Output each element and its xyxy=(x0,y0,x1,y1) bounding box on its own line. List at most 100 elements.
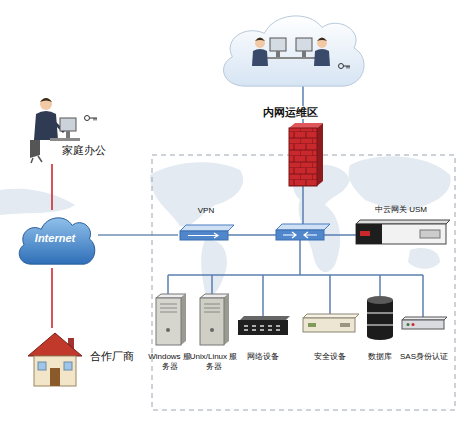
partner-node: 合作厂商 xyxy=(26,328,146,390)
network-device-icon xyxy=(244,326,280,330)
security-device-node: 安全设备 xyxy=(307,292,353,378)
firewall-icon xyxy=(289,123,323,186)
operator-figure xyxy=(252,38,292,67)
gateway-device-icon xyxy=(420,230,440,238)
network-device-icon xyxy=(240,316,290,320)
operator-figure xyxy=(296,38,312,51)
node-label: 安全设备 xyxy=(314,352,346,362)
partner-house-figure xyxy=(64,362,72,370)
database-icon xyxy=(367,312,393,314)
vpn-link xyxy=(98,234,178,236)
operator-figure xyxy=(317,38,327,48)
operator-figure xyxy=(252,49,268,66)
lan-wire xyxy=(228,234,276,236)
switch-icon xyxy=(283,232,317,238)
node-label: 中云网关 USM xyxy=(375,205,427,215)
lan-wire xyxy=(379,275,381,296)
switch-icon xyxy=(276,224,330,240)
node-label: Unix/Linux 服务器 xyxy=(188,352,239,371)
security-device-icon xyxy=(303,314,359,318)
node-label: Windows 服务器 xyxy=(145,352,194,371)
server-node: Unix/Linux 服务器 xyxy=(188,292,239,378)
vpn-node: VPN xyxy=(178,206,234,246)
home-office-node: 家庭办公 xyxy=(22,92,132,164)
home-worker-figure xyxy=(31,156,42,163)
server-node: Windows 服务器 xyxy=(145,292,194,378)
server-icon xyxy=(224,294,229,345)
server-icon xyxy=(200,294,229,298)
key-symbol xyxy=(339,64,351,69)
database-icon xyxy=(367,296,393,304)
lan-wire xyxy=(324,234,356,236)
gateway-device-icon xyxy=(356,220,450,224)
gateway-device-icon xyxy=(356,220,450,244)
operator-figure xyxy=(255,38,265,42)
node-label: 网络设备 xyxy=(247,352,279,362)
network-device-icon xyxy=(238,316,290,335)
lan-wire xyxy=(211,275,213,294)
switch-icon xyxy=(276,230,324,240)
server-icon xyxy=(181,294,186,345)
firewall-icon xyxy=(289,123,323,128)
operator-figure xyxy=(302,51,306,57)
database-node: 数据库 xyxy=(357,292,403,378)
security-device-icon xyxy=(308,323,316,327)
lan-wire xyxy=(329,275,331,314)
home-worker-figure xyxy=(90,118,98,121)
database-icon xyxy=(367,296,393,340)
operator-figure xyxy=(255,38,265,48)
lan-wire xyxy=(167,275,169,294)
server-icon xyxy=(160,304,177,312)
operator-figure xyxy=(270,38,286,51)
auth-device-icon xyxy=(407,323,410,326)
cloud-outline xyxy=(210,4,370,92)
server-icon xyxy=(166,328,170,332)
lan-wire xyxy=(262,275,264,316)
gateway-node: 中云网关 USM xyxy=(352,205,450,247)
node-label: SAS身份认证 xyxy=(400,352,448,362)
home-worker-figure xyxy=(34,111,58,140)
auth-device-icon xyxy=(412,323,415,326)
home-worker-figure xyxy=(60,118,76,131)
world-map xyxy=(150,162,243,226)
vpn-device-icon xyxy=(180,225,234,240)
database-icon xyxy=(367,324,393,326)
lan-wire xyxy=(299,240,301,275)
vpn-device-icon xyxy=(180,231,228,240)
node-label: Internet xyxy=(35,232,75,245)
home-worker-figure xyxy=(40,98,52,102)
lan-wire xyxy=(168,274,423,276)
home-worker-figure xyxy=(66,131,70,138)
network-device-node: 网络设备 xyxy=(240,292,286,378)
firewall-icon xyxy=(289,128,317,186)
key-symbol xyxy=(339,64,344,69)
server-icon xyxy=(156,294,186,345)
server-icon xyxy=(200,294,229,345)
switch-icon xyxy=(276,224,330,230)
home-worker-figure xyxy=(50,138,80,141)
partner-house-figure xyxy=(28,333,82,356)
gateway-device-icon xyxy=(356,224,382,244)
gateway-device-icon xyxy=(356,224,446,244)
auth-device-icon xyxy=(402,320,444,329)
auth-device-icon xyxy=(402,317,447,329)
firewall-icon xyxy=(317,123,323,186)
gateway-device-icon xyxy=(360,231,370,236)
operator-figure xyxy=(292,38,330,67)
partner-house-figure xyxy=(28,333,82,386)
node-label: 内网运维区 xyxy=(261,106,320,119)
home-worker-figure xyxy=(40,98,52,110)
security-device-icon xyxy=(303,314,359,332)
node-label: 合作厂商 xyxy=(90,350,134,363)
home-worker-figure xyxy=(30,140,40,158)
lan-wire xyxy=(422,275,424,317)
database-icon xyxy=(367,300,393,336)
operator-figure xyxy=(276,51,280,57)
world-map xyxy=(0,189,75,215)
internet-link xyxy=(51,164,53,210)
server-icon xyxy=(156,298,181,345)
world-map xyxy=(349,156,451,211)
operator-figure xyxy=(292,57,318,59)
internet-link xyxy=(51,268,53,328)
